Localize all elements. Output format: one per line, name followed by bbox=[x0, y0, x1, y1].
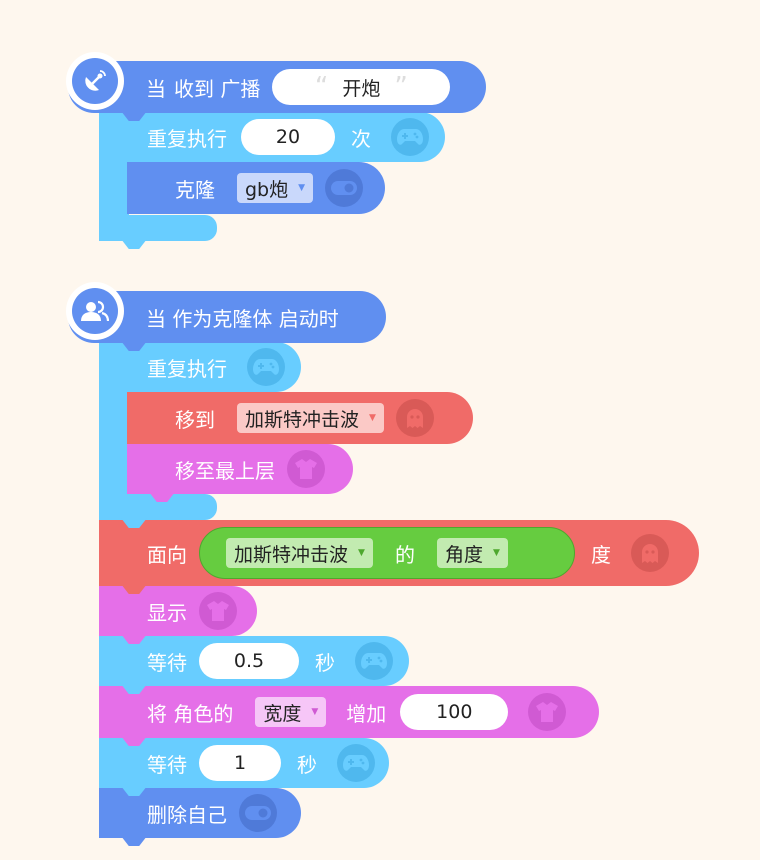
wait-1-block[interactable]: 等待 1 秒 bbox=[99, 738, 389, 788]
repeat-count-input[interactable]: 20 bbox=[241, 119, 335, 155]
inner-notch bbox=[149, 492, 175, 502]
notch bbox=[121, 518, 147, 528]
goto-label: 移到 bbox=[175, 407, 215, 432]
hat-when-label: 当 bbox=[146, 76, 166, 101]
clone-label: 克隆 bbox=[175, 177, 215, 202]
ghost-icon bbox=[395, 399, 434, 437]
shirt-icon bbox=[528, 693, 567, 731]
chevron-down-icon: ▼ bbox=[298, 183, 306, 193]
shirt-icon bbox=[287, 450, 325, 488]
wait-seconds-input[interactable]: 1 bbox=[199, 745, 281, 781]
wait-0.5-block[interactable]: 等待 0.5 秒 bbox=[99, 636, 409, 686]
users-icon bbox=[66, 282, 124, 340]
goto-target-value: 加斯特冲击波 bbox=[245, 408, 360, 431]
notch bbox=[121, 736, 147, 746]
face-label: 面向 bbox=[147, 542, 187, 567]
shirt-icon bbox=[199, 592, 237, 630]
change-width-block[interactable]: 将 角色的 宽度 ▼ 增加 100 bbox=[99, 686, 599, 738]
hat-notch bbox=[121, 341, 147, 351]
property-value: 角度 bbox=[444, 543, 483, 566]
increase-amount-input[interactable]: 100 bbox=[400, 694, 509, 730]
move-to-front-label: 移至最上层 bbox=[175, 458, 275, 483]
clone-start-label: 当 作为克隆体 启动时 bbox=[146, 306, 339, 331]
gamepad-icon bbox=[355, 642, 393, 680]
sprite-dropdown[interactable]: 加斯特冲击波 ▼ bbox=[226, 538, 373, 568]
repeat-label: 重复执行 bbox=[147, 126, 227, 151]
toggle-icon bbox=[325, 169, 364, 207]
clone-target-dropdown[interactable]: gb炮 ▼ bbox=[237, 173, 314, 203]
quote-close: ” bbox=[394, 72, 408, 102]
delete-self-label: 删除自己 bbox=[147, 802, 227, 827]
increase-label: 增加 bbox=[346, 701, 387, 726]
chevron-down-icon: ▼ bbox=[311, 707, 319, 717]
repeat-20-foot bbox=[99, 215, 217, 241]
broadcast-message-value: 开炮 bbox=[342, 77, 381, 100]
broadcast-hat-block[interactable]: 当 收到 广播 “ 开炮 ” bbox=[68, 61, 486, 113]
wait-label: 等待 bbox=[147, 752, 187, 777]
quote-open: “ bbox=[314, 72, 329, 102]
gamepad-icon bbox=[247, 348, 285, 386]
notch bbox=[121, 584, 147, 594]
gamepad-icon bbox=[337, 744, 375, 782]
repeat-20-foot-notch bbox=[121, 239, 147, 249]
chevron-down-icon: ▼ bbox=[358, 548, 365, 558]
sprite-value: 加斯特冲击波 bbox=[234, 543, 349, 566]
wait-seconds-input[interactable]: 0.5 bbox=[199, 643, 299, 679]
repeat-unit: 次 bbox=[351, 126, 371, 151]
property-dropdown[interactable]: 角度 ▼ bbox=[436, 538, 508, 568]
change-property-value: 宽度 bbox=[263, 702, 302, 725]
degree-unit: 度 bbox=[591, 542, 611, 567]
clone-target-value: gb炮 bbox=[245, 178, 289, 201]
notch bbox=[121, 684, 147, 694]
repeat-forever-label: 重复执行 bbox=[147, 356, 227, 381]
ghost-icon bbox=[631, 534, 669, 572]
hat-event-label: 收到 广播 bbox=[174, 76, 261, 101]
repeat-20-arm bbox=[99, 160, 129, 220]
delete-self-block[interactable]: 删除自己 bbox=[99, 788, 301, 838]
show-label: 显示 bbox=[147, 600, 187, 625]
of-label: 的 bbox=[394, 542, 415, 567]
change-label: 将 角色的 bbox=[147, 701, 234, 726]
goto-target-dropdown[interactable]: 加斯特冲击波 ▼ bbox=[237, 403, 384, 433]
bottom-notch bbox=[121, 836, 147, 846]
gamepad-icon bbox=[391, 118, 429, 156]
seconds-unit: 秒 bbox=[297, 752, 317, 777]
seconds-unit: 秒 bbox=[315, 650, 335, 675]
face-direction-block[interactable]: 面向 加斯特冲击波 ▼ 的 角度 ▼ 度 bbox=[99, 520, 699, 586]
notch bbox=[121, 634, 147, 644]
notch bbox=[121, 786, 147, 796]
change-property-dropdown[interactable]: 宽度 ▼ bbox=[255, 697, 327, 727]
sprite-property-reporter[interactable]: 加斯特冲击波 ▼ 的 角度 ▼ bbox=[199, 527, 575, 579]
chevron-down-icon: ▼ bbox=[369, 413, 376, 423]
broadcast-message-input[interactable]: “ 开炮 ” bbox=[272, 69, 451, 105]
chevron-down-icon: ▼ bbox=[492, 548, 500, 558]
hat-notch bbox=[121, 111, 147, 121]
wait-label: 等待 bbox=[147, 650, 187, 675]
satellite-dish-icon bbox=[66, 52, 124, 110]
repeat-20-c-block[interactable]: 重复执行 20 次 bbox=[99, 112, 445, 162]
goto-block[interactable]: 移到 加斯特冲击波 ▼ bbox=[127, 392, 473, 444]
clone-block[interactable]: 克隆 gb炮 ▼ bbox=[127, 162, 385, 214]
show-block[interactable]: 显示 bbox=[99, 586, 257, 636]
toggle-icon bbox=[239, 794, 277, 832]
move-to-front-block[interactable]: 移至最上层 bbox=[127, 444, 353, 494]
